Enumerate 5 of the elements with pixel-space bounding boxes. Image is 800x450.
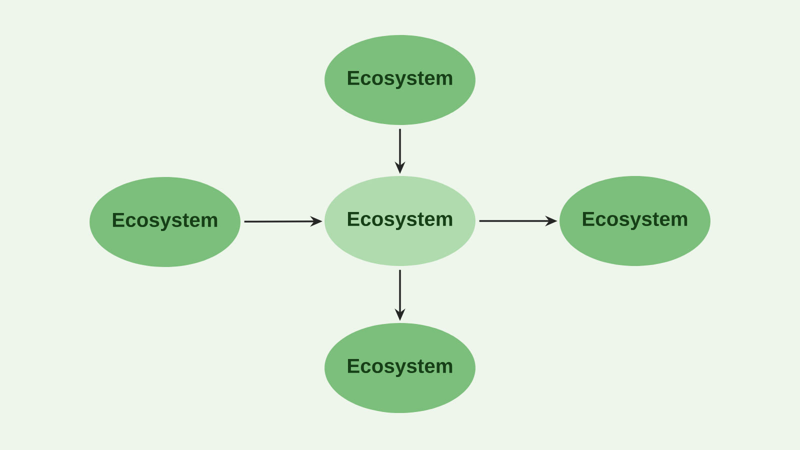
ellipse-node: Ecosystem (324, 176, 476, 266)
ellipse-node: Ecosystem (324, 323, 476, 413)
ellipse-node: Ecosystem (324, 35, 476, 125)
ellipse-node: Ecosystem (560, 176, 710, 266)
ellipse-node: Ecosystem (90, 177, 240, 267)
